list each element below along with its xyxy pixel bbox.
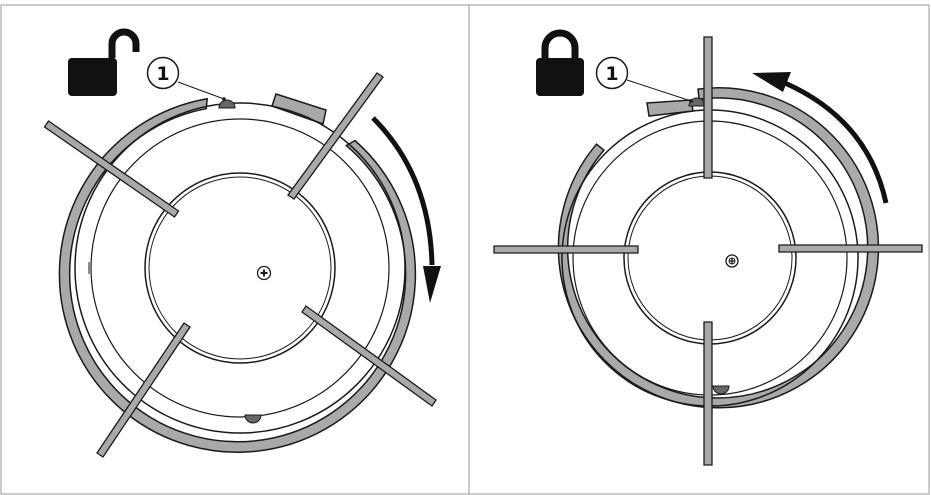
center-disc — [144, 172, 336, 364]
mounting-leg — [301, 305, 437, 407]
panel-unlocked: 1 — [43, 28, 441, 458]
mounting-leg — [493, 245, 639, 254]
locking-nub-top — [218, 99, 236, 109]
panel-locked: 1 — [493, 29, 923, 466]
base-ring-outer — [74, 102, 406, 434]
callout-label: 1 — [605, 63, 618, 85]
mounting-leg — [96, 322, 191, 458]
mounting-leg — [703, 321, 713, 466]
rotation-arrow-counter-clockwise — [783, 80, 889, 204]
locking-nub-bottom — [712, 385, 730, 395]
center-screw-inner — [728, 257, 736, 265]
outer-ring-segment-top — [646, 99, 694, 117]
center-disc-inner — [148, 176, 332, 360]
base-ring-inner — [90, 118, 390, 418]
callout-1: 1 — [595, 56, 693, 103]
locking-nub-bottom — [244, 414, 262, 424]
rotation-arrow-clockwise — [371, 116, 435, 266]
center-disc-inner — [627, 175, 793, 341]
center-disc — [623, 171, 797, 345]
rotation-arrowhead — [752, 72, 791, 92]
mounting-leg — [287, 72, 384, 200]
center-screw-cross — [260, 269, 268, 277]
outer-ring-segment-left — [58, 97, 417, 453]
center-screw-cross — [729, 258, 735, 264]
outer-ring-segment-top — [271, 93, 327, 125]
figure-frame — [0, 4, 930, 495]
mounting-leg — [778, 244, 923, 253]
mounting-leg — [43, 120, 180, 218]
callout-1: 1 — [146, 56, 226, 101]
closed-padlock-icon — [536, 29, 584, 96]
callout-label: 1 — [156, 63, 169, 85]
rotation-arrowhead — [423, 266, 441, 303]
mounting-leg — [703, 36, 713, 179]
outer-ring-segment-main — [557, 87, 880, 409]
open-padlock-icon — [68, 28, 140, 96]
